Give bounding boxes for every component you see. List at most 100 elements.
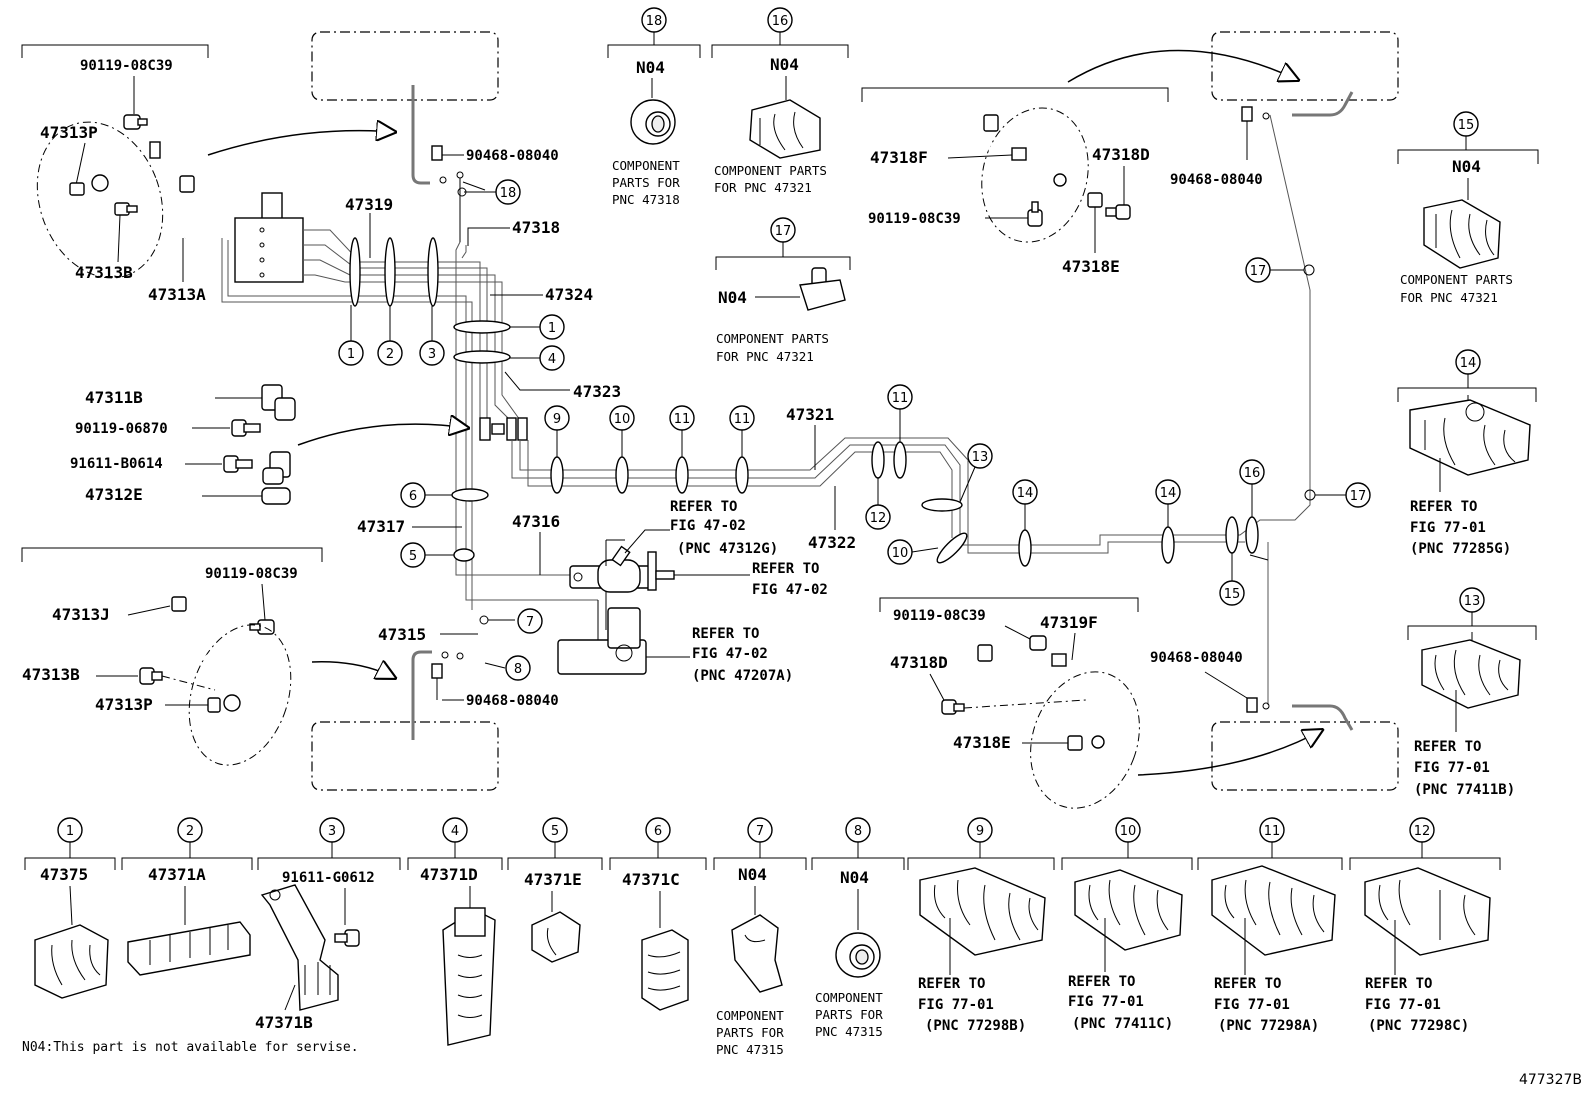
refer-note-47312G: REFER TO FIG 47-02 (PNC 47312G) (624, 499, 778, 557)
svg-text:2: 2 (386, 347, 394, 362)
bottom-parts-row: 1 47375 2 47371A 3 91611-G0612 (24, 817, 1501, 1057)
svg-text:FIG 77-01: FIG 77-01 (1414, 760, 1490, 776)
svg-text:17: 17 (1250, 264, 1267, 279)
svg-text:(PNC 77298B): (PNC 77298B) (925, 1018, 1026, 1034)
svg-text:COMPONENT: COMPONENT (612, 158, 680, 173)
label-47321: 47321 (786, 405, 834, 424)
callout-1-b: 1 (539, 314, 565, 340)
label-47318F: 47318F (870, 148, 928, 167)
svg-text:2: 2 (186, 824, 194, 839)
bolt-icon (1067, 735, 1083, 751)
label-90468-08040: 90468-08040 (1150, 650, 1243, 666)
bolt-icon (207, 697, 221, 713)
svg-text:47371C: 47371C (622, 870, 680, 889)
bottom-item-5: 5 47371E (507, 817, 603, 963)
svg-text:FIG 47-02: FIG 47-02 (670, 518, 746, 534)
svg-text:11: 11 (674, 412, 691, 427)
bolt-icon (1027, 201, 1043, 227)
svg-text:47371D: 47371D (420, 865, 478, 884)
svg-text:PNC 47315: PNC 47315 (716, 1042, 784, 1057)
svg-text:COMPONENT: COMPONENT (716, 1008, 784, 1023)
svg-text:10: 10 (1120, 824, 1137, 839)
svg-text:14: 14 (1160, 486, 1177, 501)
svg-text:N04: N04 (738, 865, 767, 884)
svg-text:47375: 47375 (40, 865, 88, 884)
label-47313B: 47313B (75, 263, 133, 282)
callout-11-b: 11 (729, 405, 755, 431)
svg-text:10: 10 (614, 412, 631, 427)
callout-11-a: 11 (669, 405, 695, 431)
svg-text:PARTS FOR: PARTS FOR (612, 175, 680, 190)
grommet-icon (630, 99, 676, 145)
label-47318E: 47318E (953, 733, 1011, 752)
label-90119-08C39: 90119-08C39 (868, 211, 961, 227)
refer-note-4702: REFER TO FIG 47-02 (752, 561, 828, 598)
bracket-hardware-group: 47311B 90119-06870 91611-B0614 47312E (70, 384, 468, 505)
bolt-icon (114, 202, 138, 216)
svg-text:15: 15 (1458, 118, 1475, 133)
label-90119-08C39: 90119-08C39 (80, 58, 173, 74)
pipe-clamps (349, 237, 511, 562)
svg-text:(PNC 77285G): (PNC 77285G) (1410, 541, 1511, 557)
label-90119-08C39: 90119-08C39 (205, 566, 298, 582)
svg-text:9: 9 (976, 824, 984, 839)
label-47311B: 47311B (85, 388, 143, 407)
bolt-icon (1087, 192, 1103, 208)
label-n04: N04 (718, 288, 747, 307)
label-47319F: 47319F (1040, 613, 1098, 632)
frame-box-rear-left: 90468-08040 (1170, 31, 1399, 188)
svg-text:(PNC 77411B): (PNC 77411B) (1414, 782, 1515, 798)
label-47316: 47316 (512, 512, 560, 531)
svg-text:13: 13 (1464, 594, 1481, 609)
svg-text:5: 5 (551, 824, 559, 839)
bottom-item-3: 3 91611-G0612 47371B (255, 817, 401, 1032)
svg-text:5: 5 (409, 549, 417, 564)
svg-text:47371A: 47371A (148, 865, 206, 884)
bolt-icon (1029, 635, 1047, 651)
callout-2-a: 2 (377, 340, 403, 366)
callout-6-a: 6 (400, 482, 426, 508)
svg-text:REFER TO: REFER TO (1068, 974, 1135, 990)
svg-text:13: 13 (972, 450, 989, 465)
frame-box-rear-right: 90468-08040 (1150, 650, 1399, 791)
bottom-item-1: 1 47375 (24, 817, 116, 999)
callout-15-b: 15 (1453, 111, 1479, 137)
label-47312E: 47312E (85, 485, 143, 504)
label-47322: 47322 (808, 533, 856, 552)
bolt-icon (139, 667, 163, 685)
label-47318D: 47318D (890, 653, 948, 672)
svg-text:FIG 47-02: FIG 47-02 (692, 646, 768, 662)
refer-note-47207A: REFER TO FIG 47-02 (PNC 47207A) (692, 626, 793, 684)
svg-text:4: 4 (451, 824, 459, 839)
svg-text:REFER TO: REFER TO (692, 626, 759, 642)
label-47318: 47318 (512, 218, 560, 237)
svg-text:9: 9 (553, 412, 561, 427)
svg-text:FIG 77-01: FIG 77-01 (1410, 520, 1486, 536)
svg-text:REFER TO: REFER TO (1410, 499, 1477, 515)
svg-text:COMPONENT PARTS: COMPONENT PARTS (716, 331, 829, 346)
label-90119-06870: 90119-06870 (75, 421, 168, 437)
label-47323: 47323 (573, 382, 621, 401)
svg-text:10: 10 (892, 546, 909, 561)
bottom-item-6: 6 47371C (609, 817, 707, 1011)
bottom-item-12: 12 REFER TO FIG 77-01 (PNC 77298C) (1349, 817, 1501, 1034)
frame-box-front-right: 90468-08040 (311, 650, 559, 791)
label-47318D: 47318D (1092, 145, 1150, 164)
label-90468-08040: 90468-08040 (466, 693, 559, 709)
svg-text:FOR PNC 47321: FOR PNC 47321 (1400, 290, 1498, 305)
svg-text:REFER TO: REFER TO (1214, 976, 1281, 992)
bolt-icon (249, 619, 275, 635)
svg-text:16: 16 (1244, 466, 1261, 481)
component-16: N04 COMPONENT PARTS FOR PNC 47321 (711, 44, 849, 195)
svg-text:15: 15 (1224, 587, 1241, 602)
label-91611-B0614: 91611-B0614 (70, 456, 163, 472)
clip-icon (799, 267, 846, 311)
rear-brake-lines (511, 114, 1311, 705)
label-47318E: 47318E (1062, 257, 1120, 276)
bottom-item-8: 8 N04 COMPONENT PARTS FOR PNC 47315 (811, 817, 905, 1039)
svg-text:FIG 77-01: FIG 77-01 (1068, 994, 1144, 1010)
svg-text:COMPONENT PARTS: COMPONENT PARTS (1400, 272, 1513, 287)
component-18: N04 COMPONENT PARTS FOR PNC 47318 (607, 44, 701, 207)
svg-text:17: 17 (775, 224, 792, 239)
front-right-hose-group: 90119-08C39 47313J 47313B 47313P (21, 547, 395, 766)
